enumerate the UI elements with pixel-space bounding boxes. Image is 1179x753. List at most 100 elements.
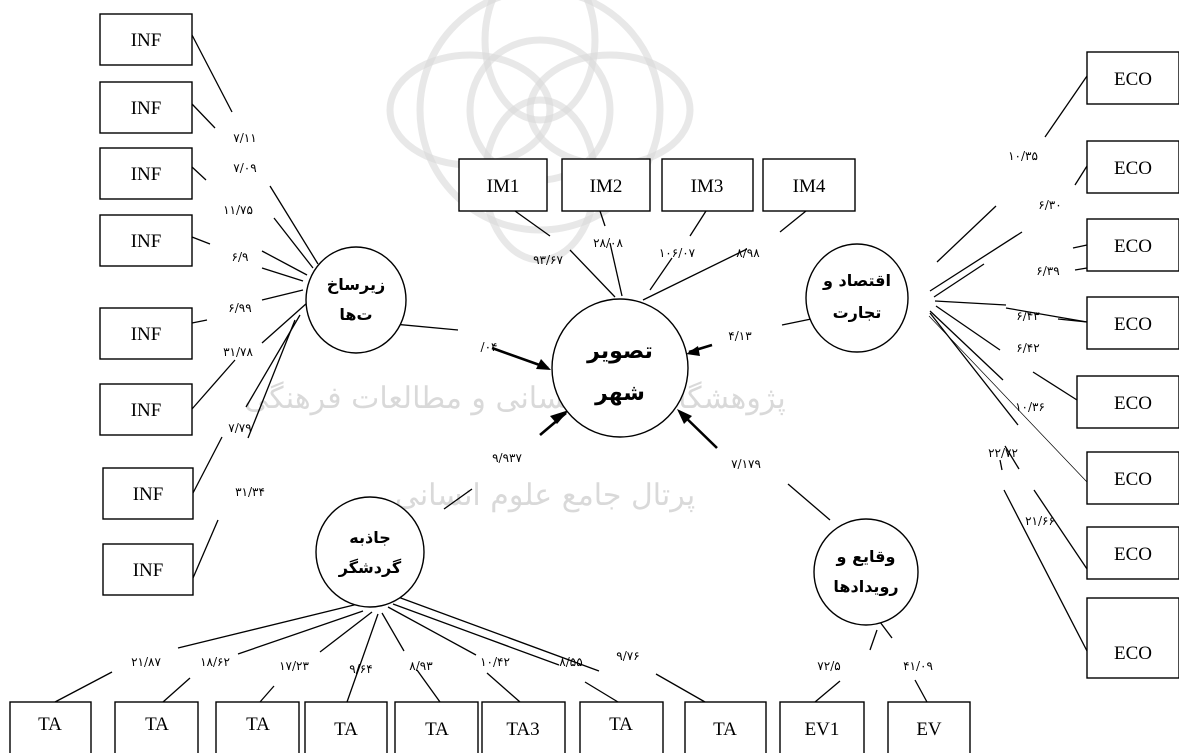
svg-text:TA: TA xyxy=(609,714,633,735)
coef-ta-1: ۲۱/۸۷ xyxy=(131,655,161,669)
latent-city-image: تصویر شهر xyxy=(551,298,689,438)
svg-text:ECO: ECO xyxy=(1114,69,1152,90)
indicator-inf-2: INF xyxy=(99,81,193,134)
watermark: پژوهشگاه علوم انسانی و مطالعات فرهنگی پر… xyxy=(244,0,786,513)
svg-text:INF: INF xyxy=(131,98,162,119)
svg-text:ECO: ECO xyxy=(1114,643,1152,664)
loading-lines xyxy=(54,34,1088,703)
indicator-inf-3: INF xyxy=(99,147,193,200)
structural-arrows xyxy=(491,343,718,449)
coef-eco-5: ۶/۴۲ xyxy=(1016,341,1039,355)
indicator-ta-1: TA xyxy=(9,701,92,753)
svg-text:ECO: ECO xyxy=(1114,236,1152,257)
indicator-eco-3: ECO xyxy=(1086,218,1179,272)
indicator-im1: IM1 xyxy=(458,158,548,212)
svg-text:ECO: ECO xyxy=(1114,314,1152,335)
im-indicators: IM1 IM2 IM3 IM4 xyxy=(458,158,856,212)
indicator-inf-5: INF xyxy=(99,307,193,360)
indicator-inf-1: INF xyxy=(99,13,193,66)
svg-text:INF: INF xyxy=(131,164,162,185)
svg-text:INF: INF xyxy=(133,560,164,581)
svg-text:IM2: IM2 xyxy=(590,176,623,197)
indicator-ev1: EV1 xyxy=(779,701,865,753)
indicator-ta-2: TA xyxy=(114,701,199,753)
watermark-line-2: پرتال جامع علوم انسانی xyxy=(395,478,695,513)
ta-indicators: TA TA TA TA TA TA3 TA TA xyxy=(9,701,767,753)
indicator-eco-5: ECO xyxy=(1076,375,1179,429)
coef-ta-7: ۸/۵۵ xyxy=(559,655,582,669)
ev-indicators: EV1 EV xyxy=(779,701,971,753)
coef-ta-5: ۸/۹۳ xyxy=(409,659,433,673)
coef-ta-3: ۱۷/۲۳ xyxy=(279,659,309,673)
indicator-ta-7: TA xyxy=(579,701,664,753)
indicator-eco-4: ECO xyxy=(1086,296,1179,350)
indicator-ta-8: TA xyxy=(684,701,767,753)
coef-inf-3: ۱۱/۷۵ xyxy=(223,203,253,217)
latent-tourist-attraction: جاذبه گردشگر xyxy=(315,496,425,608)
svg-text:جاذبه: جاذبه xyxy=(349,528,390,547)
svg-text:تصویر: تصویر xyxy=(586,339,653,364)
indicator-inf-7: INF xyxy=(102,467,194,520)
svg-text:IM1: IM1 xyxy=(487,176,520,197)
indicator-ta-3: TA xyxy=(215,701,300,753)
coef-eco-3: ۶/۳۹ xyxy=(1036,264,1059,278)
indicator-inf-6: INF xyxy=(99,383,193,436)
indicator-eco-6: ECO xyxy=(1086,451,1179,505)
indicator-eco-8: ECO xyxy=(1086,597,1179,679)
svg-text:گردشگر: گردشگر xyxy=(338,558,402,577)
indicator-im4: IM4 xyxy=(762,158,856,212)
coef-ev2: ۴۱/۰۹ xyxy=(903,659,933,673)
svg-text:ECO: ECO xyxy=(1114,469,1152,490)
svg-text:TA: TA xyxy=(246,714,270,735)
indicator-im2: IM2 xyxy=(561,158,651,212)
coef-structural-attraction: ۹/۹۳۷ xyxy=(492,451,522,465)
latent-economy-trade: اقتصاد و تجارت xyxy=(805,243,909,353)
svg-text:IM3: IM3 xyxy=(691,176,724,197)
coef-structural-events: ۷/۱۷۹ xyxy=(731,457,761,471)
coef-inf-5: ۶/۹۹ xyxy=(228,301,251,315)
svg-text:ت‌ها: ت‌ها xyxy=(339,305,372,324)
indicator-ta-5: TA xyxy=(394,701,479,753)
coef-im1: ۹۳/۶۷ xyxy=(533,253,563,267)
coef-structural-infrastructure: /۰۴ xyxy=(481,340,498,354)
svg-text:ECO: ECO xyxy=(1114,158,1152,179)
svg-text:EV1: EV1 xyxy=(805,719,840,740)
indicator-eco-2: ECO xyxy=(1086,140,1179,194)
svg-text:INF: INF xyxy=(133,484,164,505)
svg-text:ECO: ECO xyxy=(1114,544,1152,565)
svg-text:TA: TA xyxy=(334,719,358,740)
coef-ta-6: ۱۰/۴۲ xyxy=(480,655,510,669)
svg-text:TA: TA xyxy=(425,719,449,740)
svg-text:تجارت: تجارت xyxy=(833,303,882,322)
coef-ta-8: ۹/۷۶ xyxy=(616,649,639,663)
svg-text:TA: TA xyxy=(38,714,62,735)
svg-text:شهر: شهر xyxy=(594,381,645,406)
svg-text:INF: INF xyxy=(131,30,162,51)
svg-text:TA: TA xyxy=(713,719,737,740)
indicator-ta-4: TA xyxy=(304,701,388,753)
svg-text:INF: INF xyxy=(131,231,162,252)
coef-eco-7: ۲۲/۷۲ xyxy=(988,446,1018,460)
svg-text:EV: EV xyxy=(916,719,942,740)
coef-im3: ۱۰۶/۰۷ xyxy=(659,246,696,260)
indicator-im3: IM3 xyxy=(661,158,754,212)
indicator-inf-4: INF xyxy=(99,214,193,267)
latent-infrastructure: زیرساخ ت‌ها xyxy=(305,246,407,354)
indicator-eco-7: ECO xyxy=(1086,526,1179,580)
coef-inf-7: ۷/۷۹ xyxy=(228,421,251,435)
coef-eco-2: ۶/۳۰ xyxy=(1038,198,1061,212)
svg-text:INF: INF xyxy=(131,324,162,345)
svg-text:وقایع و: وقایع و xyxy=(836,547,896,566)
coef-inf-1: ۷/۱۱ xyxy=(233,131,256,145)
svg-text:رویدادها: رویدادها xyxy=(833,577,898,596)
watermark-line-1: پژوهشگاه علوم انسانی و مطالعات فرهنگی xyxy=(244,381,786,416)
coef-inf-6: ۳۱/۷۸ xyxy=(223,345,253,359)
coef-inf-8: ۳۱/۳۴ xyxy=(235,485,265,499)
coef-inf-2: ۷/۰۹ xyxy=(233,161,256,175)
eco-indicators: ECO ECO ECO ECO ECO ECO ECO ECO xyxy=(1076,51,1179,679)
indicator-inf-8: INF xyxy=(102,543,194,596)
svg-text:ECO: ECO xyxy=(1114,393,1152,414)
coef-eco-8: ۲۱/۶۶ xyxy=(1025,514,1055,528)
coef-inf-4: ۶/۹ xyxy=(232,250,249,264)
